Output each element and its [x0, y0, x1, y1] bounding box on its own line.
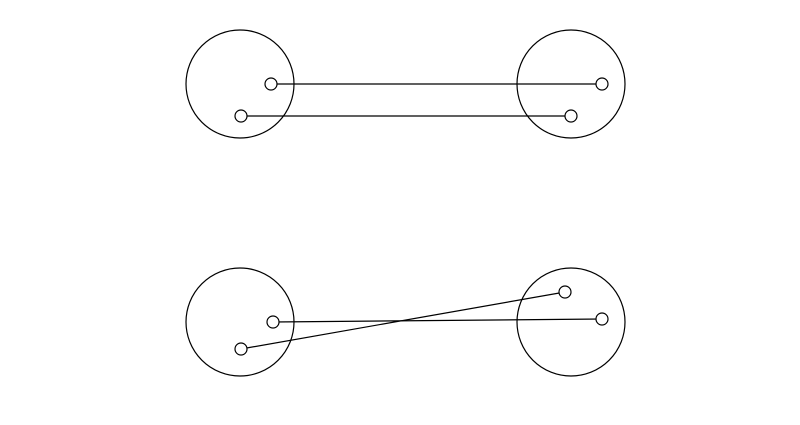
bottom-right-inner-node [558, 285, 572, 299]
bottom-inner-connection-line [240, 291, 566, 350]
bottom-left-inner-node [234, 342, 248, 356]
bottom-right-circle [516, 267, 626, 377]
bottom-pair [185, 267, 626, 377]
top-right-outer-node [595, 77, 609, 91]
top-left-inner-node [234, 109, 248, 123]
top-right-inner-node [564, 109, 578, 123]
top-pair [185, 29, 626, 139]
bottom-left-outer-node [266, 315, 280, 329]
bottom-right-outer-node [595, 312, 609, 326]
bottom-outer-connection-line [272, 318, 603, 323]
top-left-outer-node [264, 77, 278, 91]
